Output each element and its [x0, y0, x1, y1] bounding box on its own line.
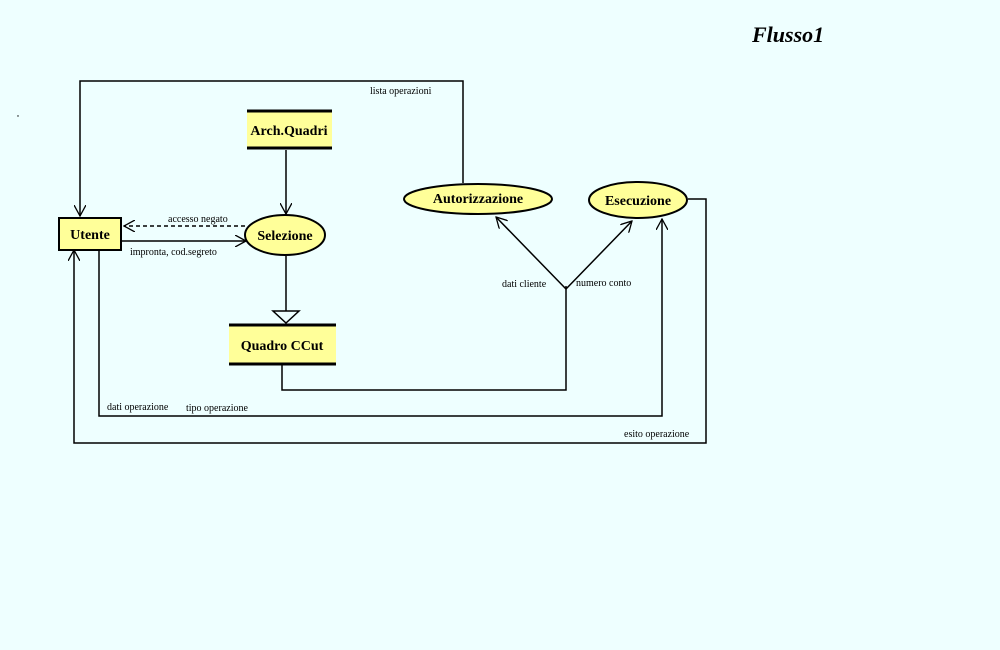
- flow-esito-operazione-line: [74, 198, 707, 444]
- process-autorizzazione-label: Autorizzazione: [433, 192, 523, 207]
- flow-dati-cliente-line: [496, 217, 567, 290]
- datastore-quadro-ccut-label: Quadro CCut: [241, 339, 324, 354]
- entity-utente-label: Utente: [70, 228, 110, 243]
- process-selezione-label: Selezione: [257, 229, 312, 244]
- entity-utente-box: [58, 217, 122, 251]
- datastore-quadro-ccut[interactable]: Quadro CCut: [229, 323, 336, 366]
- flow-tipo-operazione-line: [98, 219, 662, 417]
- flow-label-lista-operazioni: lista operazioni: [370, 86, 432, 97]
- flow-lista-operazioni-line: [80, 80, 464, 216]
- flow-quadro-fork-line: [281, 286, 567, 391]
- process-autorizzazione[interactable]: Autorizzazione: [403, 183, 553, 215]
- flow-label-impronta: impronta, cod.segreto: [130, 247, 217, 258]
- entity-utente[interactable]: Utente: [58, 217, 122, 251]
- stray-dot: [17, 115, 19, 117]
- flow-selezione-quadro-arrowhead: [271, 310, 301, 325]
- flow-label-dati-cliente: dati cliente: [502, 279, 547, 290]
- process-esecuzione-label: Esecuzione: [605, 194, 671, 209]
- process-selezione[interactable]: Selezione: [244, 214, 326, 256]
- process-selezione-ellipse: [244, 214, 326, 256]
- flow-label-numero-conto: numero conto: [576, 278, 631, 289]
- process-esecuzione[interactable]: Esecuzione: [588, 181, 688, 219]
- process-autorizzazione-ellipse: [403, 183, 553, 215]
- flow-label-accesso-negato: accesso negato: [168, 214, 228, 225]
- flow-label-esito-operazione: esito operazione: [624, 429, 690, 440]
- flow-label-tipo-operazione: tipo operazione: [186, 403, 248, 414]
- datastore-arch-quadri-label: Arch.Quadri: [250, 124, 327, 139]
- datastore-arch-quadri[interactable]: Arch.Quadri: [247, 109, 332, 150]
- datastore-arch-quadri-fill: [247, 111, 332, 148]
- flow-label-dati-operazione: dati operazione: [107, 402, 169, 413]
- process-esecuzione-ellipse: [588, 181, 688, 219]
- datastore-quadro-ccut-fill: [229, 325, 336, 364]
- diagram-title: Flusso1: [751, 22, 824, 47]
- flow-numero-conto-line: [565, 221, 632, 290]
